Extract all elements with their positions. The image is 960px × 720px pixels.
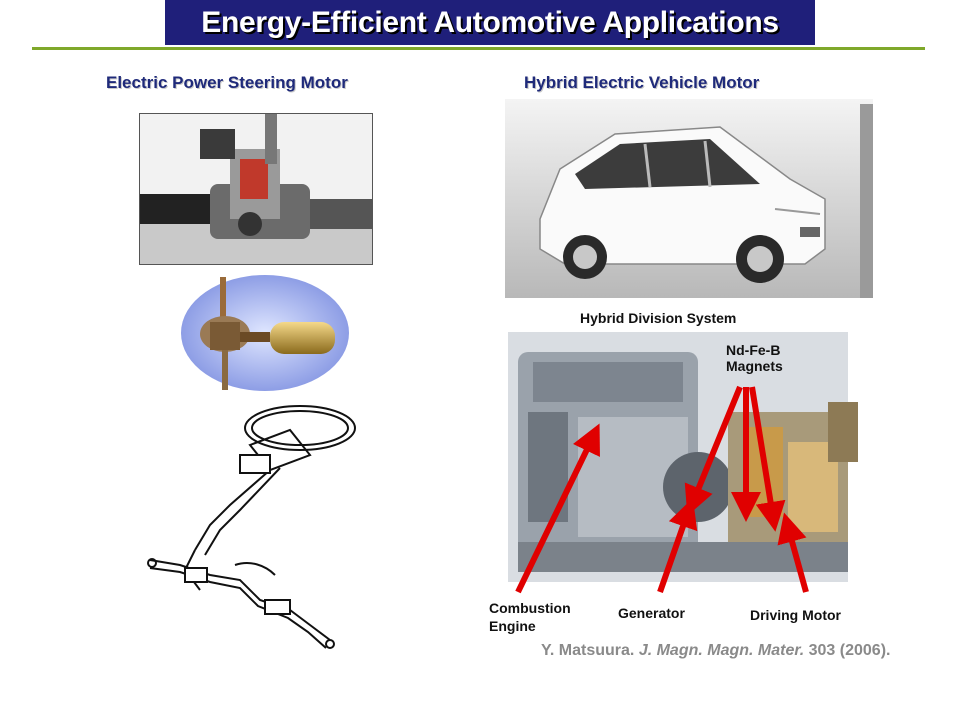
hybrid-car-photo [505,99,873,298]
motor-assembly-photo [180,272,350,394]
title-underline [32,47,925,50]
steering-rack-photo [139,113,373,265]
car-illustration [505,99,873,298]
slide-title: Energy-Efficient Automotive Applications [165,0,815,45]
magnets-label-line1: Nd-Fe-B [726,342,781,358]
steering-column-diagram [140,400,370,655]
hybrid-system-diagram: Hybrid Division System Nd-Fe-B Magnets C… [488,302,898,640]
slide-title-text: Energy-Efficient Automotive Applications [201,5,779,39]
citation: Y. Matsuura. J. Magn. Magn. Mater. 303 (… [541,642,890,660]
diagram-title: Hybrid Division System [580,310,737,326]
generator-label: Generator [618,605,685,621]
motor-assembly-illustration [181,275,349,391]
citation-journal: J. Magn. Magn. Mater. [638,642,805,659]
engine-label-line1: Combustion [489,600,571,616]
citation-author: Y. Matsuura. [541,642,635,659]
hev-heading: Hybrid Electric Vehicle Motor [524,73,760,92]
driving-motor-label: Driving Motor [750,607,841,623]
steering-column-illustration [147,405,356,649]
eps-heading: Electric Power Steering Motor [106,73,348,92]
citation-volume: 303 [808,642,836,659]
red-arrows [515,385,809,594]
magnets-label-line2: Magnets [726,358,783,374]
citation-year: (2006). [839,642,891,659]
steering-rack-illustration [140,114,372,264]
engine-label-line2: Engine [489,618,536,634]
